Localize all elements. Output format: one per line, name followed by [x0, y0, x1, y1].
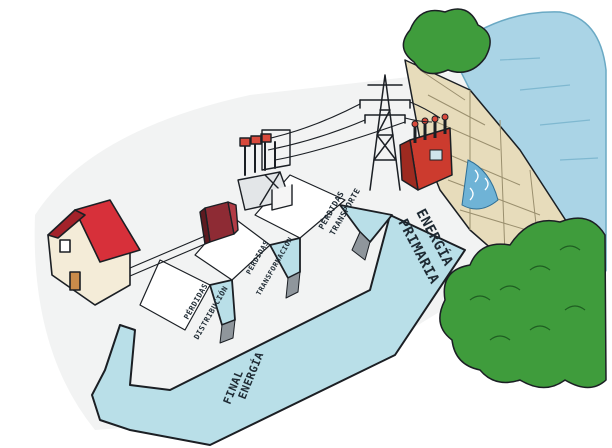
power-lines	[261, 101, 441, 161]
substation-icon	[237, 129, 293, 211]
dam-icon	[404, 59, 586, 266]
house-icon	[47, 199, 206, 306]
tree-icon	[402, 8, 607, 389]
tree-top	[402, 8, 491, 75]
dam-spillway	[461, 159, 499, 210]
house-roof	[74, 199, 141, 263]
energy-flow-band	[91, 204, 466, 446]
flow-band	[91, 214, 466, 446]
transformer-icon	[199, 201, 239, 245]
tree-bottom	[439, 217, 607, 389]
reservoir-water	[449, 11, 607, 272]
reservoir	[449, 11, 607, 272]
power-station-icon	[399, 113, 453, 191]
